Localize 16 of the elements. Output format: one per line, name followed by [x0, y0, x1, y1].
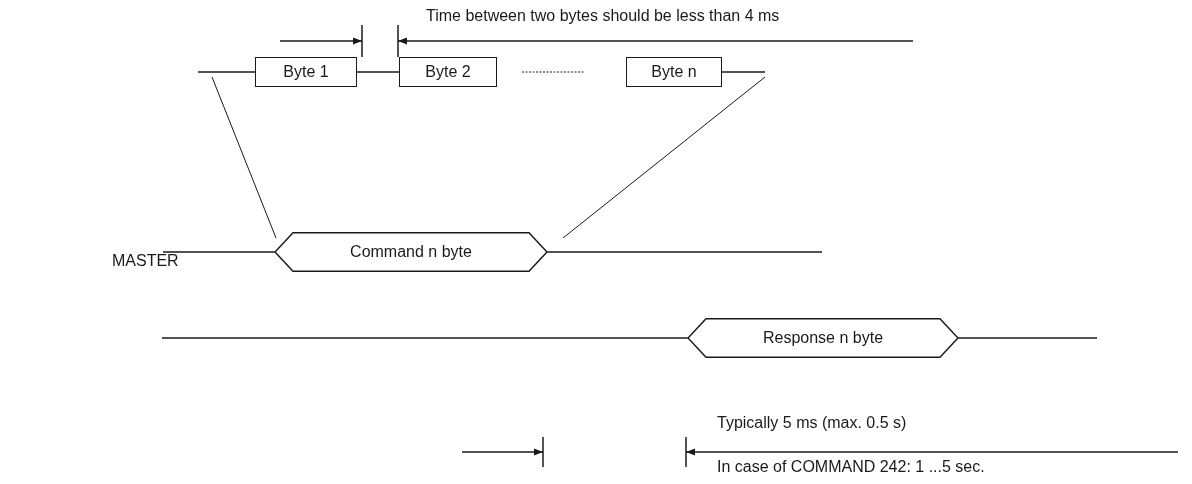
frame-label: Response n byte	[762, 329, 884, 347]
note-text: In case of COMMAND 242: 1 ...5 sec.	[717, 457, 985, 477]
byte-label: Byte 1	[283, 63, 329, 81]
hexagon-frame	[275, 232, 547, 272]
byte-box	[255, 57, 357, 87]
byte-label: Byte n	[651, 63, 697, 81]
signal-name: MASTER	[112, 251, 179, 271]
dotted-line	[521, 71, 586, 73]
note-text: Time between two bytes should be less than 4 ms	[426, 6, 780, 26]
note-text: Typically 5 ms (max. 0.5 s)	[717, 413, 907, 433]
hexagon-frame	[688, 318, 958, 358]
byte-box	[399, 57, 497, 87]
byte-label: Byte 2	[425, 63, 471, 81]
frame-label: Command n byte	[350, 243, 472, 261]
signal-line	[356, 71, 400, 73]
byte-box	[626, 57, 722, 87]
